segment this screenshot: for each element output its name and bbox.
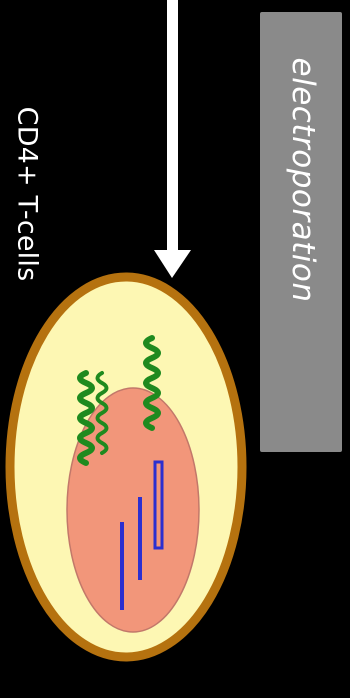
- down-arrow-icon: [154, 0, 191, 278]
- arrow-shaft: [167, 0, 178, 252]
- t-cell: [10, 277, 242, 657]
- arrow-head: [154, 250, 191, 278]
- cell-type-label: CD4+ T-cells: [12, 107, 43, 282]
- process-label: electroporation: [285, 58, 321, 303]
